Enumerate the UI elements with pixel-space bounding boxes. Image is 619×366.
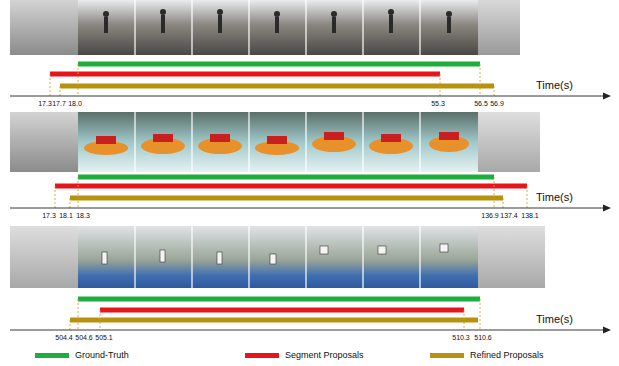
- video-frames-row-3: [10, 226, 545, 288]
- time-stamp: 504.4: [55, 334, 73, 341]
- time-stamp: 136.9: [481, 212, 499, 219]
- time-stamp: 137.4: [500, 212, 518, 219]
- time-stamp: 504.6: [75, 334, 93, 341]
- time-stamp: 18.1: [59, 212, 73, 219]
- axis-label: Time(s): [536, 314, 573, 325]
- time-stamp: 17.7: [52, 100, 66, 107]
- time-stamp: 505.1: [95, 334, 113, 341]
- time-stamp: 510.3: [452, 334, 470, 341]
- legend-text: Segment Proposals: [285, 351, 364, 360]
- timeline-row-1: [10, 64, 611, 100]
- axis-label: Time(s): [536, 80, 573, 91]
- timeline-row-2: [10, 177, 611, 212]
- time-stamp: 55.3: [431, 100, 445, 107]
- video-frames-row-1: [10, 0, 520, 55]
- legend-swatch: [430, 353, 464, 358]
- time-stamp: 18.0: [68, 100, 82, 107]
- legend-text: Refined Proposals: [470, 351, 544, 360]
- legend-swatch: [245, 353, 279, 358]
- time-stamp: 510.6: [474, 334, 492, 341]
- time-stamp: 17.3: [42, 212, 56, 219]
- time-stamp: 56.5: [474, 100, 488, 107]
- time-stamp: 17.3: [38, 100, 52, 107]
- legend-swatch: [35, 353, 69, 358]
- legend-text: Ground-Truth: [75, 351, 129, 360]
- video-frames-row-2: [10, 112, 540, 172]
- axis-label: Time(s): [536, 192, 573, 203]
- time-stamp: 18.3: [76, 212, 90, 219]
- timeline-row-3: [10, 299, 611, 334]
- time-stamp: 138.1: [521, 212, 539, 219]
- time-stamp: 56.9: [490, 100, 504, 107]
